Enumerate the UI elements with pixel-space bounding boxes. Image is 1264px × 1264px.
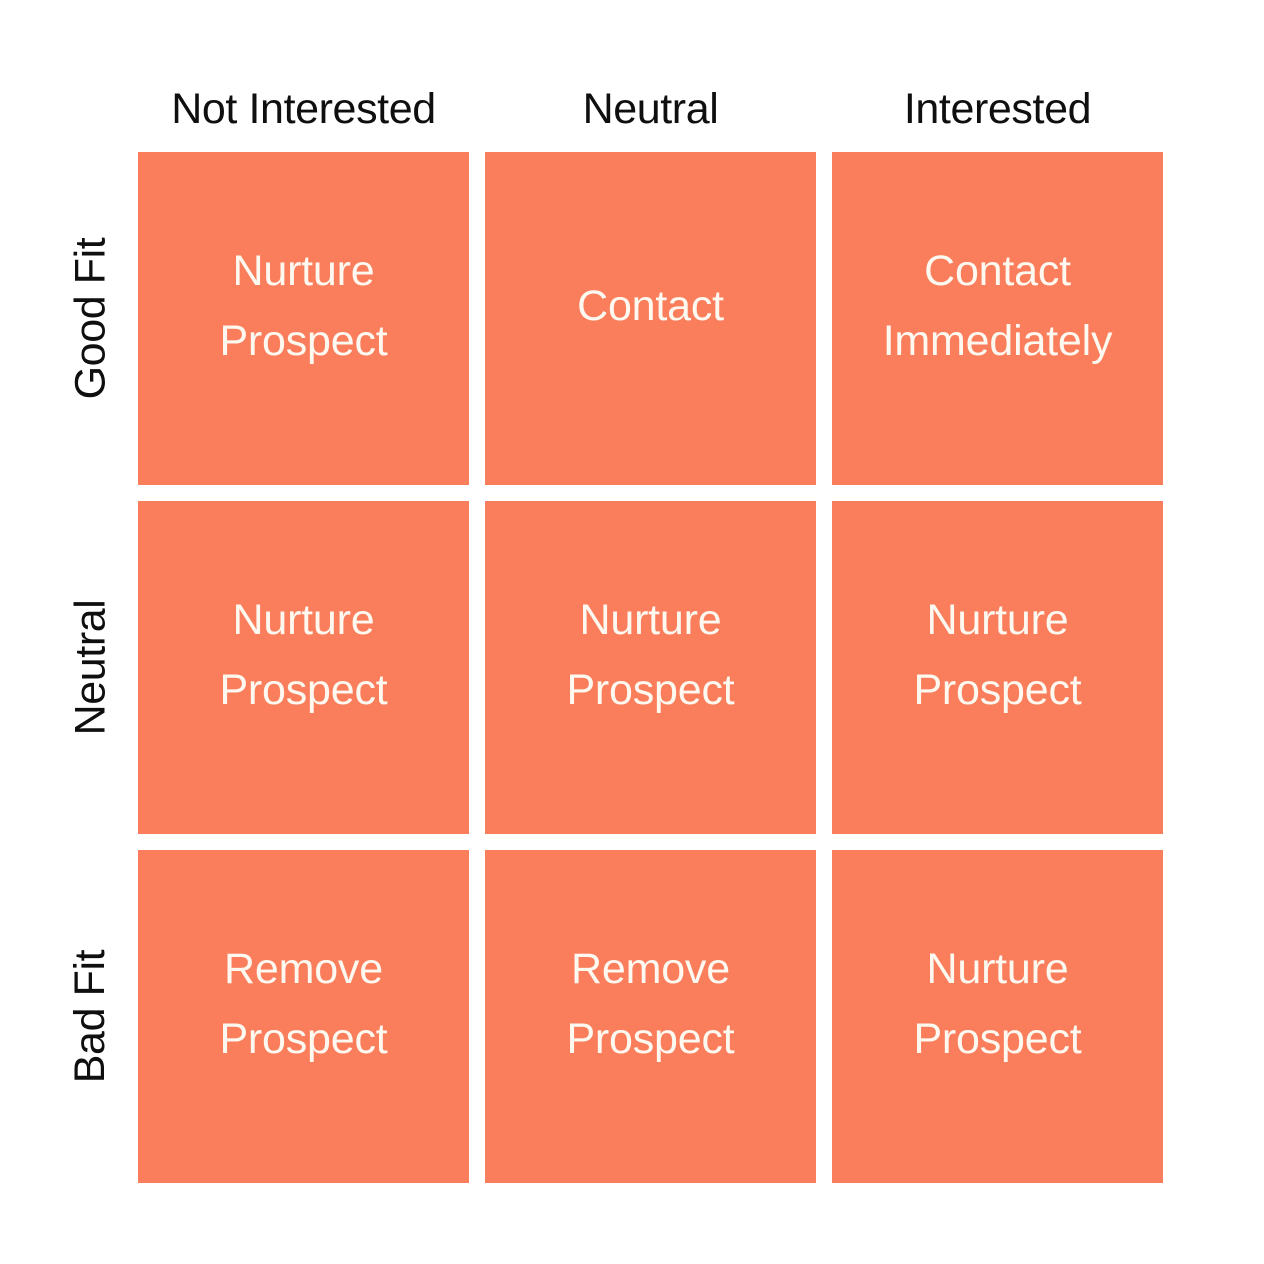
matrix-cell-good-fit-neutral[interactable]: Contact: [485, 152, 816, 485]
matrix-cell-label: Nurture Prospect: [913, 944, 1082, 1063]
row-header-bad-fit-label: Bad Fit: [66, 949, 115, 1084]
row-header-column: Good Fit Neutral Bad Fit: [52, 152, 130, 1183]
column-header-interested: Interested: [903, 84, 1092, 133]
matrix-cell-label: Contact Immediately: [882, 246, 1113, 365]
matrix-cell-neutral-interested[interactable]: Nurture Prospect: [832, 501, 1163, 834]
row-header-good-fit: Good Fit: [52, 152, 130, 485]
matrix-cell-neutral-not-interested[interactable]: Nurture Prospect: [138, 501, 469, 834]
row-header-neutral-label: Neutral: [66, 599, 115, 736]
matrix-cell-good-fit-not-interested[interactable]: Nurture Prospect: [138, 152, 469, 485]
matrix-cell-label: Nurture Prospect: [219, 595, 388, 714]
matrix-cell-label: Nurture Prospect: [566, 595, 735, 714]
matrix-cell-label: Nurture Prospect: [913, 595, 1082, 714]
matrix-cell-label: Nurture Prospect: [219, 246, 388, 365]
matrix-cell-good-fit-interested[interactable]: Contact Immediately: [832, 152, 1163, 485]
matrix-cell-bad-fit-neutral[interactable]: Remove Prospect: [485, 850, 816, 1183]
matrix-cell-neutral-neutral[interactable]: Nurture Prospect: [485, 501, 816, 834]
matrix-cell-bad-fit-not-interested[interactable]: Remove Prospect: [138, 850, 469, 1183]
matrix-cell-label: Contact: [577, 281, 724, 330]
row-header-bad-fit: Bad Fit: [52, 850, 130, 1183]
matrix-cell-label: Remove Prospect: [219, 944, 388, 1063]
matrix-grid: Nurture Prospect Contact Contact Immedia…: [138, 152, 1163, 1183]
column-header-neutral: Neutral: [582, 84, 719, 133]
matrix-cell-bad-fit-interested[interactable]: Nurture Prospect: [832, 850, 1163, 1183]
matrix-cell-label: Remove Prospect: [566, 944, 735, 1063]
row-header-neutral: Neutral: [52, 501, 130, 834]
row-header-good-fit-label: Good Fit: [66, 237, 115, 400]
column-header-not-interested: Not Interested: [171, 84, 436, 133]
column-header-row: Not Interested Neutral Interested: [138, 78, 1163, 140]
